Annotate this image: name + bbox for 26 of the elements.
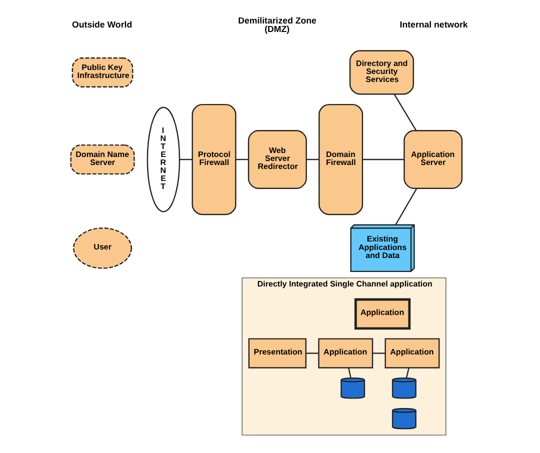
node-box: Directory and Security Services	[349, 50, 414, 95]
connector	[348, 368, 352, 378]
connector	[362, 158, 404, 160]
connector	[394, 94, 417, 131]
node-box: Domain Name Server	[70, 144, 135, 175]
node-ellipse: User	[73, 228, 132, 269]
label: Demilitarized Zone (DMZ)	[238, 15, 316, 34]
node-box: Protocol Firewall	[192, 104, 236, 216]
node-box: Web Server Redirector	[248, 130, 307, 189]
node-box: Domain Firewall	[318, 104, 364, 216]
connector	[180, 158, 192, 160]
label: Outside World	[72, 19, 132, 30]
node-box: Presentation	[248, 338, 306, 368]
connector	[306, 158, 320, 160]
connector	[406, 368, 410, 378]
node-box: Application	[354, 298, 411, 330]
node-box: Application	[384, 338, 440, 368]
label: Internal network	[400, 19, 468, 30]
node-ellipse: I N T E R N E T	[146, 106, 180, 212]
connector	[236, 158, 248, 160]
node-box: Public Key Infrastructure	[72, 57, 134, 88]
connector	[372, 352, 386, 354]
connector	[306, 352, 319, 354]
connector	[395, 188, 418, 226]
node-box: Application Server	[404, 130, 463, 189]
node-box: Application	[318, 338, 374, 368]
